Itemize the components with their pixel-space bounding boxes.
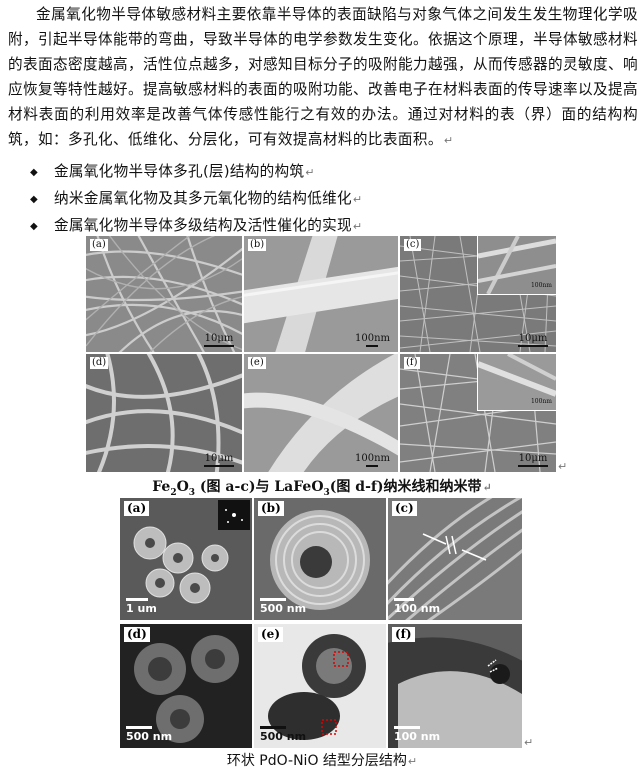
list-item: ◆ 金属氧化物半导体多孔(层)结构的构筑↵ — [30, 158, 590, 185]
return-mark: ↵ — [352, 220, 363, 233]
bullet-text: 金属氧化物半导体多孔(层)结构的构筑 — [54, 163, 305, 180]
scale-bar: 10μm — [518, 333, 548, 347]
scale-bar-line — [518, 465, 548, 467]
scale-bar: 500 nm — [260, 726, 306, 743]
scale-bar: 10μm — [518, 453, 548, 467]
nanowire-image — [244, 236, 398, 352]
scale-bar-line — [260, 598, 286, 601]
scale-bar: 1 um — [126, 598, 157, 615]
body-paragraph: 金属氧化物半导体敏感材料主要依靠半导体的表面缺陷与对象气体之间发生发生物理化学吸… — [8, 2, 638, 153]
bullet-icon: ◆ — [30, 166, 38, 178]
nanobelt-image — [86, 354, 242, 472]
paragraph-text: 金属氧化物半导体敏感材料主要依靠半导体的表面缺陷与对象气体之间发生发生物理化学吸… — [8, 6, 638, 148]
bullet-list: ◆金属氧化物半导体多孔(层)结构的构筑↵ ◆纳米金属氧化物及其多元氧化物的结构低… — [30, 158, 590, 239]
sem-panel-c: (c) 100 nm — [388, 498, 522, 620]
sem-panel-c: 100nm (c) 10μm — [400, 236, 556, 352]
panel-label: (e) — [248, 357, 266, 369]
ring-image — [254, 498, 386, 620]
panel-label: (d) — [124, 627, 150, 642]
scale-bar: 100 nm — [394, 598, 440, 615]
scale-bar-line — [394, 598, 414, 601]
panel-label: (c) — [392, 501, 417, 516]
bullet-text: 金属氧化物半导体多级结构及活性催化的实现 — [54, 217, 352, 234]
panel-label: (c) — [404, 239, 422, 251]
sem-panel-a: (a) 10μm — [86, 236, 242, 352]
panel-label: (a) — [124, 501, 150, 516]
inset-scale: 100nm — [530, 282, 552, 289]
scale-bar-line — [366, 345, 379, 347]
sem-panel-b: (b) 100nm — [244, 236, 398, 352]
scale-bar: 100nm — [355, 453, 390, 467]
list-item: ◆ 金属氧化物半导体多级结构及活性催化的实现↵ — [30, 212, 590, 239]
return-mark: ↵ — [482, 481, 492, 494]
scale-bar-line — [126, 726, 152, 729]
inset-image: 100nm — [477, 236, 556, 295]
scale-bar: 100nm — [355, 333, 390, 347]
tem-panel-d: (d) 500 nm — [120, 624, 252, 748]
bullet-text: 纳米金属氧化物及其多元氧化物的结构低维化 — [54, 190, 352, 207]
panel-label: (b) — [248, 239, 267, 251]
sem-panel-f: 100nm (f) 10μm — [400, 354, 556, 472]
return-mark: ↵ — [352, 193, 363, 206]
sem-panel-d: (d) 10μm — [86, 354, 242, 472]
scale-bar-line — [204, 345, 234, 347]
panel-label: (f) — [404, 357, 420, 369]
return-mark: ↵ — [407, 755, 418, 768]
return-mark: ↵ — [305, 166, 315, 179]
panel-label: (f) — [392, 627, 415, 642]
tem-panel-f: (f) 100 nm — [388, 624, 522, 748]
ring-image — [120, 498, 252, 620]
scale-bar-line — [126, 598, 148, 601]
inset-image: 100nm — [477, 354, 556, 411]
nanowire-image — [86, 236, 242, 352]
scale-bar: 100 nm — [394, 726, 440, 743]
scale-bar: 10μm — [204, 333, 234, 347]
return-mark: ↵ — [558, 460, 568, 473]
scale-bar-line — [394, 726, 420, 729]
scale-bar-line — [204, 465, 234, 467]
scale-bar-line — [260, 726, 286, 729]
sem-panel-e: (e) 100nm — [244, 354, 398, 472]
return-mark: ↵ — [524, 736, 534, 749]
figure2-caption: 环状 PdO-NiO 结型分层结构↵ — [226, 753, 418, 769]
panel-label: (a) — [90, 239, 108, 251]
sem-panel-b: (b) 500 nm — [254, 498, 386, 620]
panel-label: (e) — [258, 627, 283, 642]
sem-panel-a: (a) 1 um — [120, 498, 252, 620]
figure-nanowires: (a) 10μm (b) 100nm — [86, 236, 567, 473]
list-item: ◆ 纳米金属氧化物及其多元氧化物的结构低维化↵ — [30, 185, 590, 212]
figure-rings: (a) 1 um (b) 500 nm (c) 100 nm — [120, 498, 533, 749]
inset-scale: 100nm — [530, 398, 552, 405]
bullet-icon: ◆ — [30, 220, 38, 232]
scale-bar: 500 nm — [260, 598, 306, 615]
ring-image — [120, 624, 252, 748]
bullet-icon: ◆ — [30, 193, 38, 205]
scale-bar-line — [518, 345, 548, 347]
scale-bar: 500 nm — [126, 726, 172, 743]
panel-label: (b) — [258, 501, 284, 516]
nanobelt-image — [244, 354, 398, 472]
figure1-caption: Fe2O3 (图 a-c)与 LaFeO3(图 d-f)纳米线和纳米带↵ — [152, 479, 492, 498]
return-mark: ↵ — [443, 134, 454, 147]
scale-bar: 10μm — [204, 453, 234, 467]
scale-bar-line — [366, 465, 379, 467]
tem-panel-e: (e) 500 nm — [254, 624, 386, 748]
panel-label: (d) — [90, 357, 109, 369]
